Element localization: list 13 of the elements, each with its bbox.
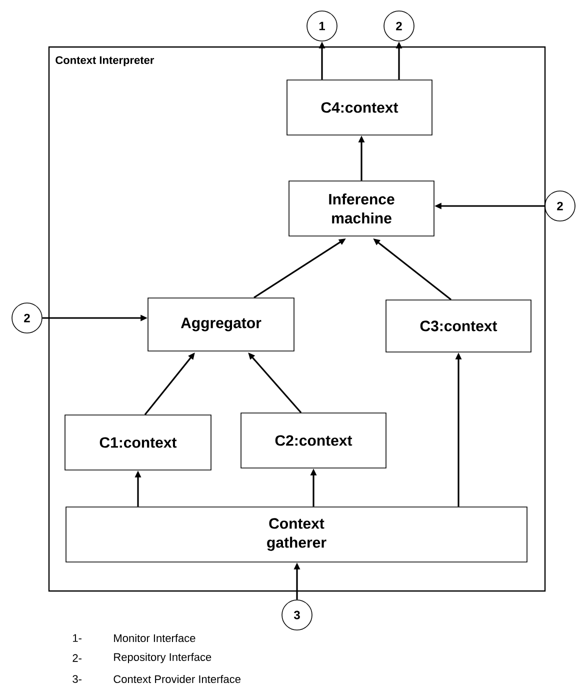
process-box: C2:context bbox=[240, 412, 386, 468]
legend-text: Repository Interface bbox=[114, 652, 212, 664]
process-box: Aggregator bbox=[148, 298, 294, 352]
process-box: C1:context bbox=[64, 414, 212, 470]
process-box: Inference machine bbox=[288, 180, 434, 236]
list-number: 2- bbox=[72, 654, 82, 662]
list-number: 1- bbox=[73, 634, 82, 642]
legend-text: Monitor Interface bbox=[114, 634, 196, 642]
process-box: C3:context bbox=[386, 300, 532, 352]
list-number: 3- bbox=[72, 675, 82, 683]
process-box: Context gatherer bbox=[66, 506, 528, 562]
legend-text: Context Provider Interface bbox=[114, 674, 240, 684]
process-box: C4:context bbox=[286, 80, 432, 136]
